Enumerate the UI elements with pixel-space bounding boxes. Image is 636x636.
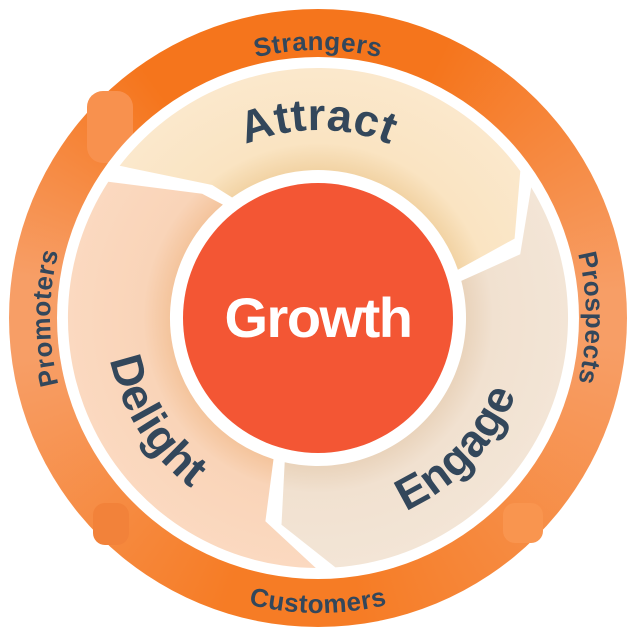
label-growth: Growth bbox=[225, 286, 412, 349]
corner-tab bbox=[93, 503, 129, 545]
corner-tab bbox=[503, 503, 543, 543]
growth-circle bbox=[183, 183, 453, 453]
segment-engage bbox=[281, 187, 569, 568]
segment-delight bbox=[67, 181, 316, 569]
label-customers: Customers bbox=[247, 581, 389, 619]
segment-attract bbox=[119, 68, 521, 270]
